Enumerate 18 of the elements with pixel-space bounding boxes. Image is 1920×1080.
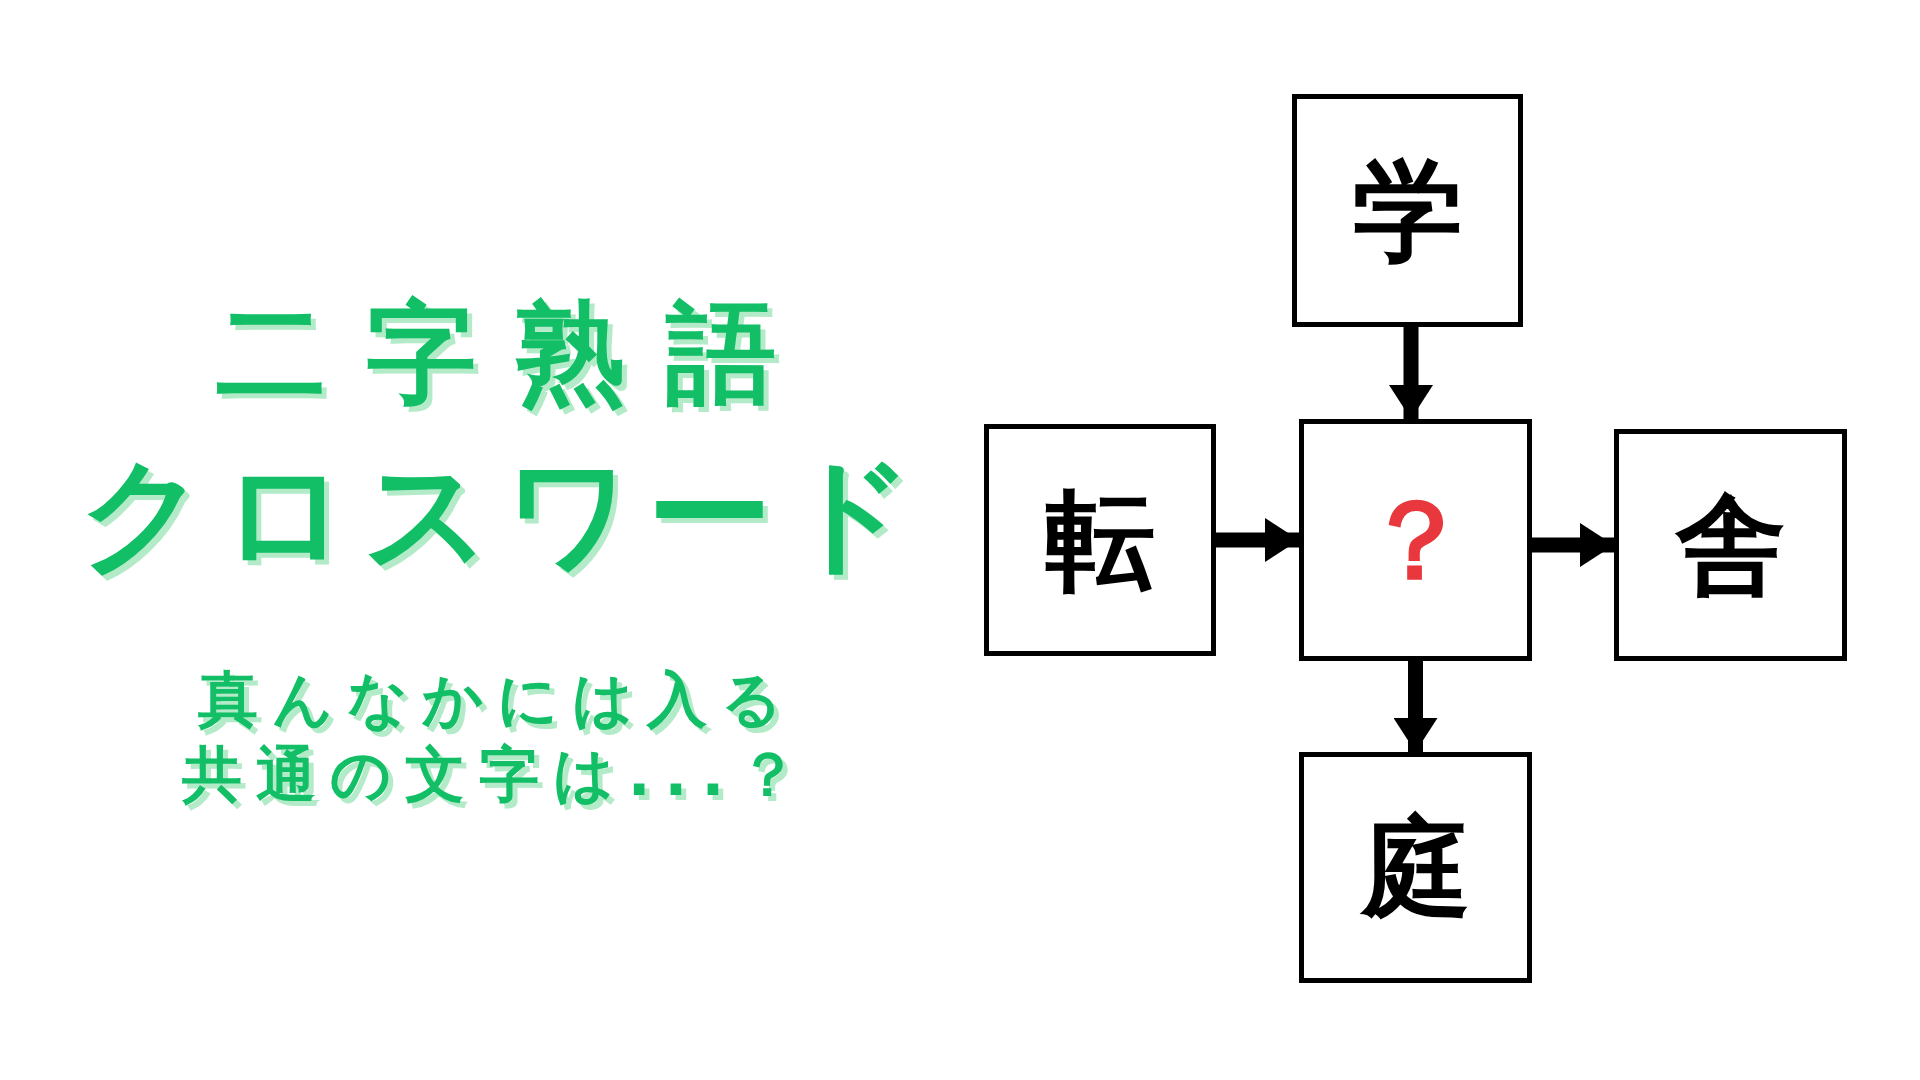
kanji-character: 庭 <box>1360 812 1471 923</box>
character-box <box>1299 419 1532 661</box>
subtitle: 共通の文字は...？ <box>180 738 813 811</box>
title: クロスワード <box>77 440 928 588</box>
title: 二字熟語 <box>215 288 816 419</box>
character-box <box>1299 752 1532 983</box>
character-box <box>984 424 1216 656</box>
arrow <box>1393 661 1438 752</box>
subtitle: 真んなかには入る <box>197 663 796 736</box>
arrow <box>1216 518 1299 562</box>
character-box <box>1292 94 1523 327</box>
character-box <box>1614 429 1847 661</box>
kanji-character: 舎 <box>1675 490 1786 600</box>
kanji-character: 学 <box>1352 155 1463 266</box>
kanji-character: 転 <box>1045 485 1155 595</box>
question-mark: ？ <box>1360 485 1471 595</box>
arrow <box>1532 523 1614 567</box>
arrow <box>1389 327 1433 419</box>
